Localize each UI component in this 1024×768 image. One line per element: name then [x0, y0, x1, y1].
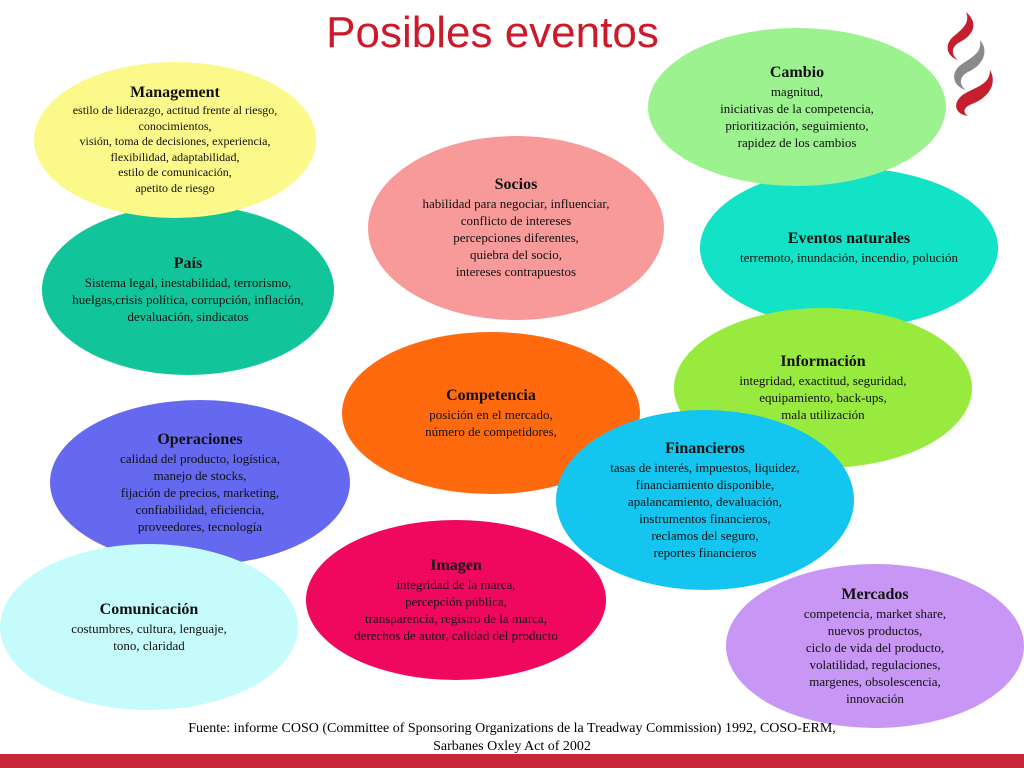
- bubble-financieros: Financieros tasas de interés, impuestos,…: [556, 410, 854, 590]
- bubble-line: proveedores, tecnología: [137, 518, 263, 534]
- bubble-line: apetito de riesgo: [135, 180, 215, 195]
- bubble-line: conflicto de intereses: [460, 213, 572, 228]
- bubble-lines: magnitud, iniciativas de la competencia,…: [720, 83, 874, 151]
- bubble-title: Imagen: [430, 556, 482, 574]
- bubble-eventos-naturales: Eventos naturales terremoto, inundación,…: [700, 168, 998, 328]
- bubble-line: habilidad para negociar, influenciar,: [422, 196, 610, 211]
- bubble-line: integridad de la marca,: [396, 576, 516, 592]
- bubble-operaciones: Operaciones calidad del producto, logíst…: [50, 400, 350, 565]
- bubble-line: intereses contrapuestos: [455, 264, 577, 279]
- bubble-title: Operaciones: [157, 430, 243, 448]
- bubble-title: Eventos naturales: [787, 230, 911, 247]
- bubble-line: manejo de stocks,: [153, 467, 247, 483]
- bubble-informacion: Información integridad, exactitud, segur…: [674, 308, 972, 468]
- bubble-line: Sistema legal, inestabilidad, terrorismo…: [84, 275, 292, 290]
- bubble-line: derechos de autor, calidad del producto: [354, 627, 558, 643]
- bubble-line: competencia, market share,: [803, 605, 947, 621]
- bubble-socios: Socios habilidad para negociar, influenc…: [368, 136, 664, 320]
- source-footer: Fuente: informe COSO (Committee of Spons…: [0, 720, 1024, 756]
- bubble-mercados: Mercados competencia, market share, nuev…: [726, 564, 1024, 728]
- bubble-line: estilo de comunicación,: [118, 165, 232, 179]
- bubble-title: Competencia: [446, 386, 536, 404]
- bubble-line: conocimientos,: [138, 118, 212, 133]
- bubble-line: confiabilidad, eficiencia,: [135, 501, 265, 517]
- bubble-line: percepciones diferentes,: [453, 230, 579, 245]
- footer-line: Fuente: informe COSO (Committee of Spons…: [188, 721, 836, 736]
- bubble-title: Socios: [494, 176, 538, 193]
- bubble-line: innovación: [846, 690, 904, 706]
- slide-title: Posibles eventos: [326, 8, 659, 57]
- bubble-comunicacion: Comunicación costumbres, cultura, lengua…: [0, 544, 298, 710]
- bubble-line: terremoto, inundación, incendio, polució…: [739, 250, 959, 265]
- bubble-line: volatilidad, regulaciones,: [809, 656, 941, 672]
- bubble-line: visión, toma de decisiones, experiencia,: [79, 134, 271, 148]
- bubble-line: reclamos del seguro,: [651, 527, 759, 543]
- bubble-line: devaluación, sindicatos: [127, 309, 249, 324]
- bubble-line: reportes financieros: [653, 544, 757, 560]
- bubble-line: prioritización, seguimiento,: [725, 117, 869, 133]
- bubble-title: Información: [780, 353, 866, 370]
- bubble-line: mala utilización: [781, 407, 865, 422]
- bubble-lines: calidad del producto, logística, manejo …: [120, 450, 280, 535]
- bubble-line: ciclo de vida del producto,: [805, 639, 945, 655]
- bubble-line: apalancamiento, devaluación,: [627, 493, 783, 509]
- bubble-title: Mercados: [841, 585, 909, 603]
- bubble-line: costumbres, cultura, lenguaje,: [71, 620, 227, 636]
- bubble-line: calidad del producto, logística,: [120, 450, 280, 466]
- bubble-line: instrumentos financieros,: [639, 510, 771, 526]
- footer-line: Sarbanes Oxley Act of 2002: [433, 739, 591, 754]
- bubble-cambio: Cambio magnitud, iniciativas de la compe…: [648, 28, 946, 186]
- bubble-lines: habilidad para negociar, influenciar, co…: [422, 195, 609, 280]
- bubble-line: fijación de precios, marketing,: [120, 484, 280, 500]
- bubble-management: Management estilo de liderazgo, actitud …: [34, 62, 316, 218]
- bubble-lines: integridad de la marca, percepción públi…: [354, 576, 558, 644]
- bubble-line: percepción pública,: [405, 593, 507, 609]
- bubble-title: Financieros: [665, 439, 745, 457]
- bubble-lines: tasas de interés, impuestos, liquidez, f…: [610, 459, 800, 561]
- bubble-line: quiebra del socio,: [469, 247, 563, 262]
- bubble-line: rapidez de los cambios: [737, 134, 857, 150]
- bubble-title: Management: [130, 84, 220, 101]
- bubble-line: tono, claridad: [113, 637, 185, 653]
- bubble-line: equipamiento, back-ups,: [759, 390, 887, 405]
- bubble-title: Cambio: [769, 63, 825, 81]
- bubble-line: magnitud,: [770, 83, 824, 99]
- bubble-lines: posición en el mercado, número de compet…: [425, 406, 557, 440]
- bubble-imagen: Imagen integridad de la marca, percepció…: [306, 520, 606, 680]
- bubble-line: tasas de interés, impuestos, liquidez,: [610, 459, 800, 475]
- bubble-line: margenes, obsolescencia,: [809, 673, 941, 689]
- bubble-line: posición en el mercado,: [429, 406, 553, 422]
- bubble-line: transparencia, registro de la marca,: [365, 610, 547, 626]
- bubble-lines: terremoto, inundación, incendio, polució…: [740, 249, 958, 266]
- bubble-lines: competencia, market share, nuevos produc…: [804, 605, 946, 707]
- bubble-line: número de competidores,: [425, 423, 557, 439]
- flame-logo-icon: [947, 12, 993, 116]
- bubble-line: nuevos productos,: [827, 622, 923, 638]
- bubble-title: País: [173, 255, 203, 272]
- bubble-line: flexibilidad, adaptabilidad,: [110, 149, 240, 164]
- bubble-title: Comunicación: [99, 600, 199, 618]
- bubble-lines: integridad, exactitud, seguridad, equipa…: [739, 372, 906, 423]
- bubble-lines: estilo de liderazgo, actitud frente al r…: [73, 103, 278, 196]
- bubble-line: estilo de liderazgo, actitud frente al r…: [72, 103, 278, 117]
- bubble-lines: Sistema legal, inestabilidad, terrorismo…: [72, 274, 303, 325]
- bubble-line: huelgas,crisis política, corrupción, inf…: [72, 292, 304, 307]
- bubble-pais: País Sistema legal, inestabilidad, terro…: [42, 205, 334, 375]
- bubble-line: financiamiento disponible,: [635, 476, 775, 492]
- bubble-lines: costumbres, cultura, lenguaje, tono, cla…: [71, 620, 227, 654]
- bubble-line: integridad, exactitud, seguridad,: [739, 373, 907, 388]
- bubble-line: iniciativas de la competencia,: [720, 100, 874, 116]
- bottom-bar: [0, 754, 1024, 768]
